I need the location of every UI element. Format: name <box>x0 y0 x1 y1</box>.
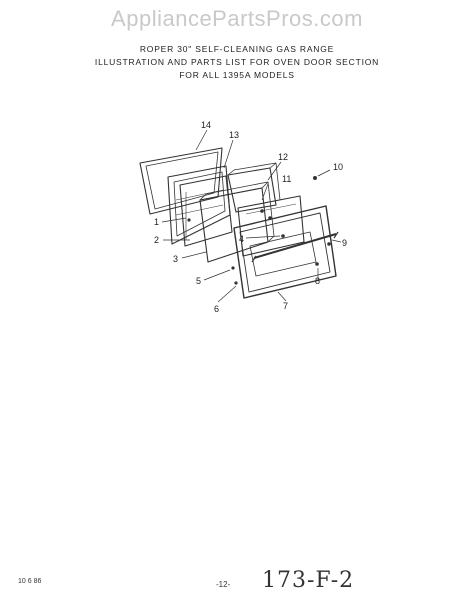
watermark: AppliancePartsPros.com <box>111 6 363 31</box>
part-screws <box>187 176 331 285</box>
part-9-handle <box>251 231 339 263</box>
part-13-liner <box>167 165 231 245</box>
header-line-2: ILLUSTRATION AND PARTS LIST FOR OVEN DOO… <box>94 57 380 67</box>
diagram-header: ROPER 30" SELF-CLEANING GAS RANGE ILLUST… <box>0 43 474 82</box>
callout-6: 6 <box>214 304 219 314</box>
callout-12: 12 <box>278 152 288 162</box>
callout-14: 14 <box>201 120 211 130</box>
callout-13: 13 <box>229 130 239 140</box>
footer-date: 10 6 86 <box>18 578 42 585</box>
callout-4: 4 <box>239 234 244 244</box>
callout-3: 3 <box>173 254 178 264</box>
callout-11: 11 <box>282 174 291 184</box>
header-line-3: FOR ALL 1395A MODELS <box>179 70 295 80</box>
callout-10: 10 <box>333 162 343 172</box>
callout-2: 2 <box>154 235 159 245</box>
callout-1: 1 <box>154 217 159 227</box>
part-2-inner-panel <box>179 175 233 247</box>
callout-9: 9 <box>342 238 347 248</box>
callout-7: 7 <box>283 301 288 311</box>
footer-handwritten-code: 173-F-2 <box>262 568 355 593</box>
callout-leaders <box>161 129 342 303</box>
callout-8: 8 <box>315 276 320 286</box>
callout-5: 5 <box>196 276 201 286</box>
part-14-gasket <box>139 147 223 215</box>
part-7-outer-door <box>233 205 337 299</box>
footer-page-number: -12- <box>216 580 231 589</box>
header-line-1: ROPER 30" SELF-CLEANING GAS RANGE <box>139 44 335 54</box>
part-12-insulation <box>227 162 281 213</box>
